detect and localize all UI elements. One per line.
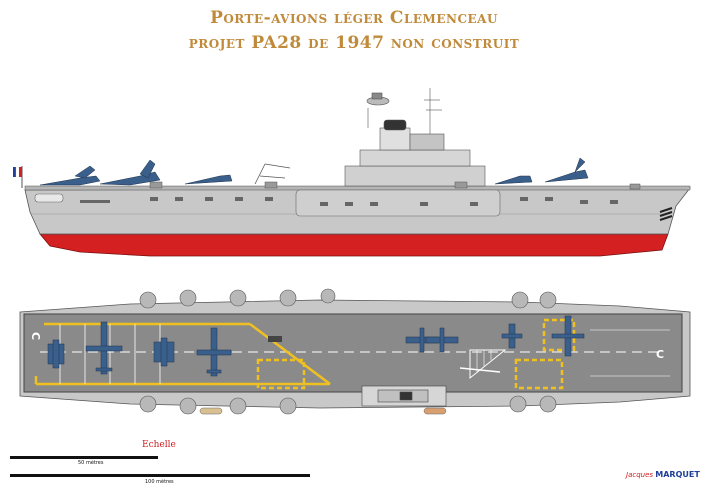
side-profile bbox=[13, 88, 691, 257]
page-title: Porte-avions léger Clemenceau bbox=[210, 8, 498, 28]
island-plan bbox=[361, 385, 447, 407]
deck-letter-left: C bbox=[29, 332, 42, 340]
signature-first: Jacques bbox=[626, 471, 654, 479]
deck-letter-right: C bbox=[656, 348, 664, 361]
landing-marker bbox=[469, 349, 507, 380]
scale-heading: Echelle bbox=[142, 440, 176, 450]
island-superstructure bbox=[344, 88, 486, 187]
french-flag-icon bbox=[13, 166, 23, 188]
signature-last: MARQUET bbox=[655, 470, 700, 479]
hull-red-lower bbox=[39, 233, 669, 257]
plan-view bbox=[19, 288, 691, 415]
scale-bar-50-label: 50 mètres bbox=[78, 460, 104, 466]
deck-aircraft-plan bbox=[47, 315, 585, 377]
deck-aircraft-side bbox=[39, 157, 589, 186]
page-subtitle: projet PA28 de 1947 non construit bbox=[188, 33, 520, 53]
scale-bar-100-label: 100 mètres bbox=[145, 479, 174, 485]
deck-crane bbox=[254, 163, 291, 185]
scale-bars bbox=[10, 456, 310, 478]
flight-deck bbox=[23, 313, 683, 393]
author-signature: Jacques MARQUET bbox=[626, 470, 700, 479]
